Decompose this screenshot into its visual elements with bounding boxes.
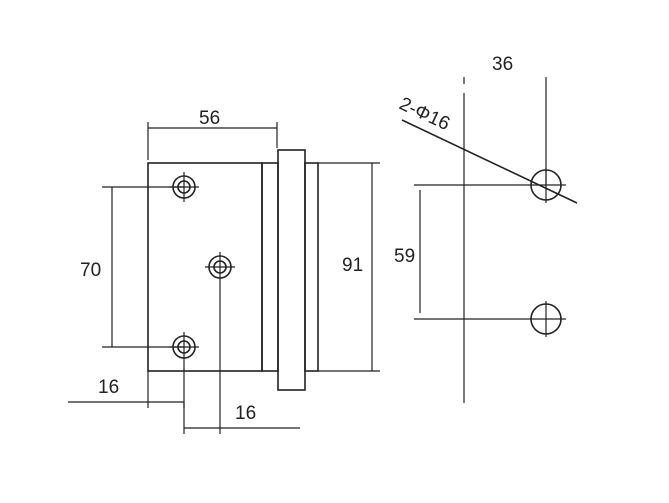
label-hole-spec: 2-Φ16: [396, 93, 453, 135]
back-plate: [304, 162, 319, 372]
flange: [277, 149, 306, 391]
side-hole-top: [530, 168, 562, 203]
dimension-91: 91: [318, 162, 380, 372]
dimension-16-bottom: 16: [183, 295, 300, 434]
dimension-16-left: 16: [68, 362, 185, 408]
hole-spec-leader: [401, 119, 578, 204]
front-view: 56 70 91 16 16: [68, 108, 380, 434]
label-16-left: 16: [98, 377, 119, 398]
label-36: 36: [492, 54, 513, 75]
label-70: 70: [80, 260, 101, 281]
label-16-bottom: 16: [235, 403, 256, 424]
dimension-70: 70: [80, 186, 184, 348]
dimension-59: 59: [394, 190, 421, 313]
side-hole-bottom: [530, 301, 562, 337]
hole-center: [205, 252, 235, 295]
dimension-56: 56: [147, 108, 278, 160]
label-56: 56: [199, 108, 220, 129]
plate-step: [261, 162, 279, 372]
side-view: 36 59 2-Φ16: [394, 54, 578, 403]
label-91: 91: [342, 255, 363, 276]
label-59: 59: [394, 246, 415, 267]
